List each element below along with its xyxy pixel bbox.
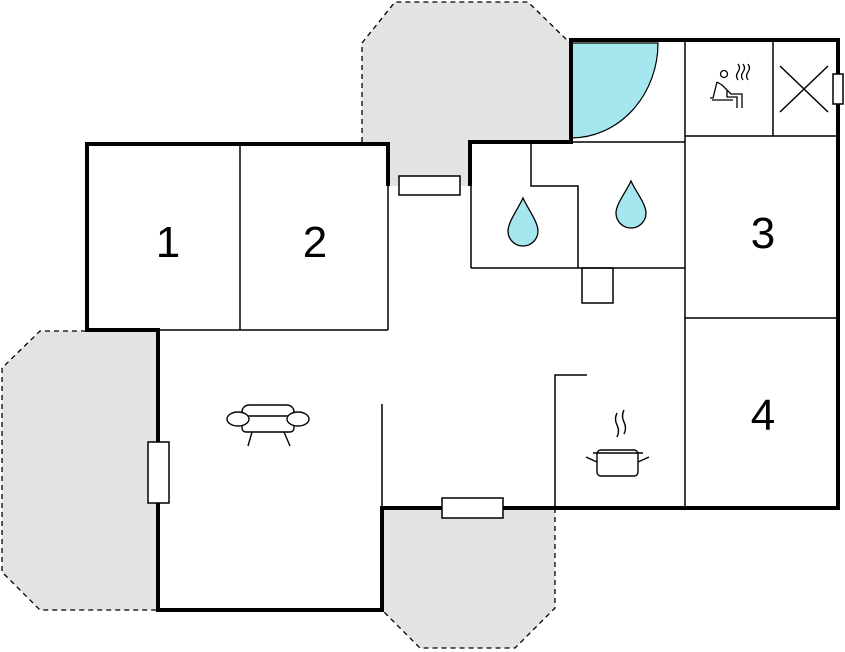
terrace-left — [2, 331, 158, 610]
sauna-icon — [710, 63, 751, 108]
room-number-4: 4 — [751, 391, 775, 440]
wall-bath-divider — [530, 142, 579, 268]
terraces — [1, 1, 571, 649]
x-cross-icon — [779, 65, 829, 113]
window-top — [398, 175, 461, 196]
window-left — [147, 441, 170, 504]
water-drop-icon — [507, 196, 539, 247]
terrace-bottom-outline — [381, 508, 556, 649]
terrace-top-outline — [361, 1, 571, 142]
sofa-icon — [226, 404, 310, 447]
room-number-1: 1 — [156, 218, 180, 267]
windows — [147, 73, 844, 519]
shower-area — [570, 42, 659, 139]
cooking-pot-icon — [585, 409, 650, 477]
water-drop-icon — [615, 179, 647, 229]
interior-walls — [158, 40, 838, 508]
room-number-2: 2 — [303, 218, 327, 267]
room-number-3: 3 — [751, 209, 775, 258]
terrace-left-outline — [1, 330, 158, 611]
window-right — [832, 73, 844, 105]
terrace-bottom — [382, 508, 555, 648]
window-bottom — [441, 497, 504, 519]
utility-shaft — [581, 267, 614, 304]
wall-kitchen — [554, 374, 587, 508]
terrace-top — [362, 2, 570, 186]
